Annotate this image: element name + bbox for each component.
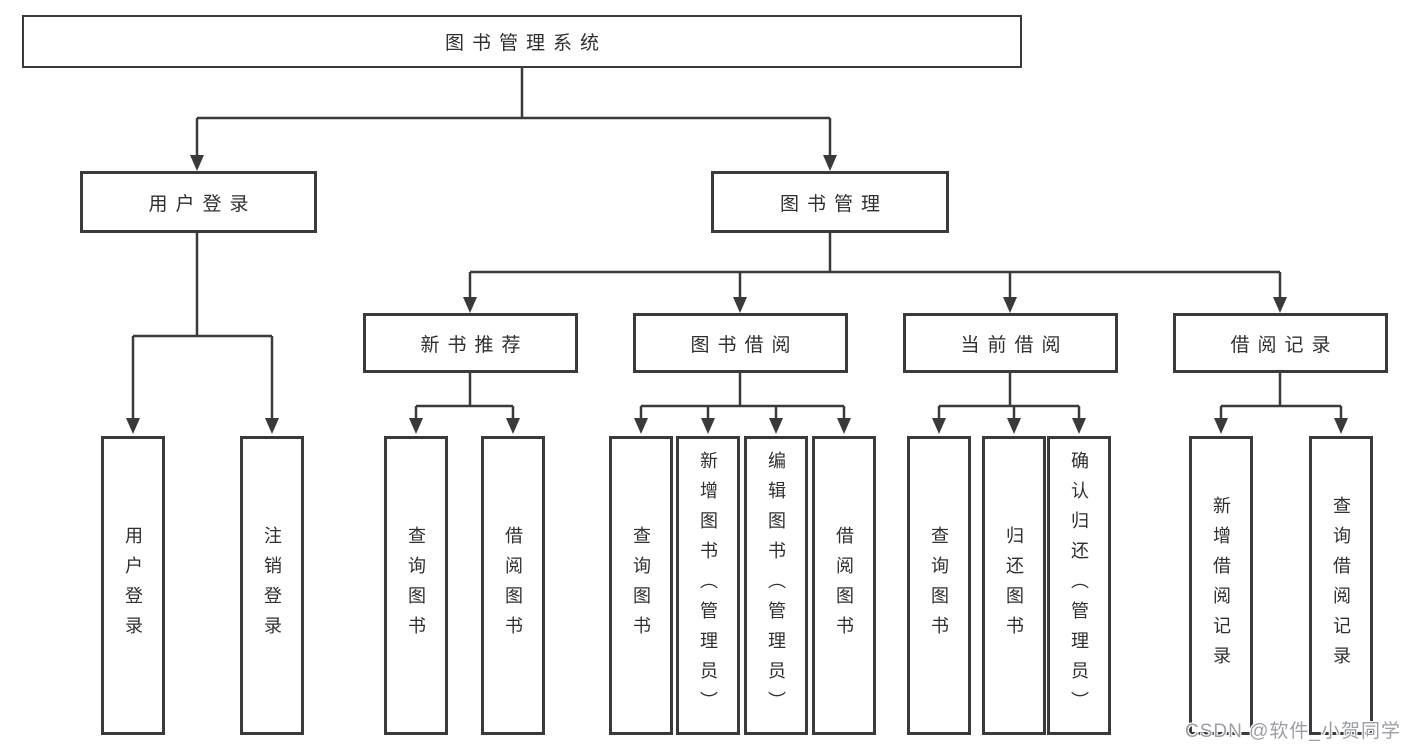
- arrowhead: [463, 297, 477, 313]
- connector-root: [195, 67, 832, 157]
- arrowhead: [1072, 418, 1086, 434]
- leaf-return-books: 归还图书: [982, 436, 1046, 735]
- node-book-borrowing: 图书借阅: [633, 313, 848, 373]
- node-user-login: 用户登录: [80, 171, 317, 233]
- arrowhead: [265, 418, 279, 434]
- node-new-book-recommend: 新书推荐: [363, 313, 578, 373]
- connector-user-login: [131, 233, 274, 420]
- arrowhead: [126, 418, 140, 434]
- arrowhead: [837, 418, 851, 434]
- leaf-query-books-2: 查询图书: [609, 436, 673, 735]
- leaf-user-login: 用户登录: [101, 436, 165, 735]
- arrowhead: [506, 418, 520, 434]
- node-borrowing-records: 借阅记录: [1173, 313, 1388, 373]
- leaf-query-books-1: 查询图书: [384, 436, 448, 735]
- arrowhead: [409, 418, 423, 434]
- arrowhead: [1334, 418, 1348, 434]
- leaf-add-borrow-record: 新增借阅记录: [1189, 436, 1253, 735]
- leaf-confirm-return-admin: 确认归还（管理员）: [1047, 436, 1111, 735]
- connector-current-borrowing: [937, 373, 1081, 420]
- arrowhead: [1214, 418, 1228, 434]
- arrowhead: [769, 418, 783, 434]
- leaf-edit-books-admin: 编辑图书（管理员）: [744, 436, 808, 735]
- node-current-borrowing: 当前借阅: [903, 313, 1118, 373]
- arrowhead: [1007, 418, 1021, 434]
- watermark: CSDN @软件_小贺同学: [1185, 721, 1401, 742]
- arrowhead: [1003, 297, 1017, 313]
- arrowhead: [701, 418, 715, 434]
- connector-new-book-recommend: [414, 373, 515, 420]
- arrowhead: [823, 155, 837, 171]
- connector-borrowing-records: [1219, 373, 1343, 420]
- node-library-management-system: 图书管理系统: [22, 15, 1022, 68]
- connector-book-borrowing: [639, 373, 846, 420]
- arrowhead: [634, 418, 648, 434]
- arrowhead: [733, 297, 747, 313]
- leaf-query-borrow-record: 查询借阅记录: [1309, 436, 1373, 735]
- connector-book-management: [468, 233, 1282, 299]
- leaf-borrow-books-2: 借阅图书: [812, 436, 876, 735]
- node-book-management: 图书管理: [711, 171, 949, 233]
- arrowhead: [1273, 297, 1287, 313]
- arrowhead: [932, 418, 946, 434]
- leaf-add-books-admin: 新增图书（管理员）: [676, 436, 740, 735]
- arrowhead: [190, 155, 204, 171]
- leaf-borrow-books-1: 借阅图书: [481, 436, 545, 735]
- leaf-query-books-3: 查询图书: [907, 436, 971, 735]
- leaf-logout-login: 注销登录: [240, 436, 304, 735]
